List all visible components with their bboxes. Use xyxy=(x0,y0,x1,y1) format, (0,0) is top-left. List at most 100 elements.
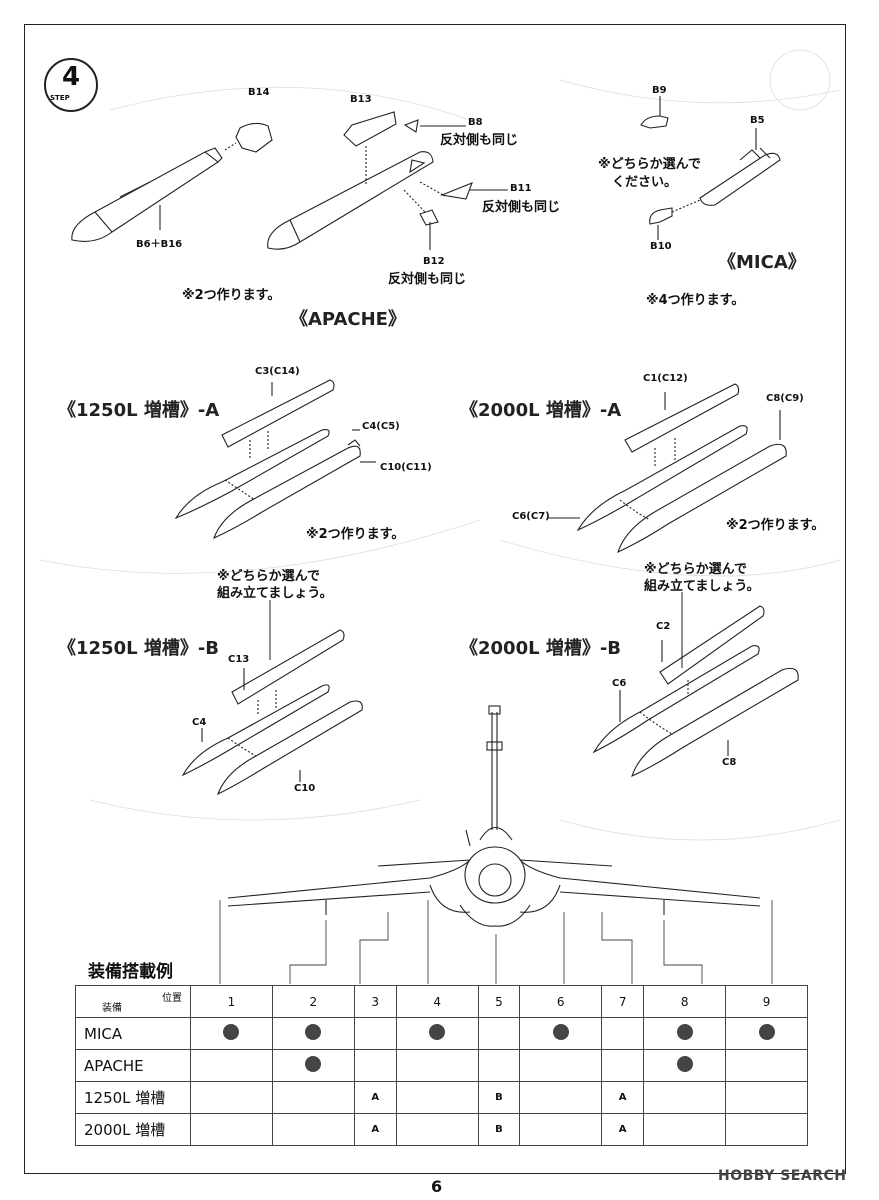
mount-dot-icon xyxy=(552,1024,569,1040)
position-number: 4 xyxy=(395,985,479,1018)
part-label: B11 xyxy=(510,183,532,194)
mount-dot-icon xyxy=(429,1024,446,1040)
part-label: B14 xyxy=(248,87,270,98)
mica-title: 《MICA》 xyxy=(718,252,806,273)
equipment-name: 2000L 増槽 xyxy=(75,1113,191,1146)
empty-cell xyxy=(477,1049,521,1082)
part-label: C8(C9) xyxy=(766,393,804,404)
position-number: 1 xyxy=(190,985,273,1018)
mount-dot-icon xyxy=(758,1024,775,1040)
mount-dot-icon xyxy=(676,1024,693,1040)
mount-variant-cell: A xyxy=(601,1113,645,1146)
empty-cell xyxy=(601,1049,645,1082)
table-corner-cell: 位置 装備 xyxy=(75,985,191,1018)
mount-marker-cell xyxy=(190,1017,273,1050)
table-row: MICA xyxy=(75,1017,808,1050)
mount-variant-cell: A xyxy=(601,1081,645,1114)
step-badge: 4 STEP xyxy=(44,58,98,112)
position-header: 位置 xyxy=(162,993,182,1004)
empty-cell xyxy=(725,1081,808,1114)
empty-cell xyxy=(190,1113,273,1146)
part-label: B5 xyxy=(750,115,765,126)
position-number: 8 xyxy=(643,985,727,1018)
empty-cell xyxy=(601,1017,645,1050)
equipment-header: 装備 xyxy=(102,1003,122,1014)
tank-2000-a-parts xyxy=(548,383,787,554)
mount-marker-cell xyxy=(519,1017,603,1050)
apache-missile-assembled xyxy=(71,122,273,242)
part-label: C10 xyxy=(294,783,316,794)
empty-cell xyxy=(643,1113,727,1146)
part-label: B9 xyxy=(652,85,667,96)
empty-cell xyxy=(519,1113,603,1146)
loadout-table-title: 装備搭載例 xyxy=(88,962,173,982)
empty-cell xyxy=(395,1049,479,1082)
page-number: 6 xyxy=(431,1177,443,1196)
empty-cell xyxy=(353,1017,397,1050)
table-row: APACHE xyxy=(75,1049,808,1082)
position-number: 5 xyxy=(477,985,521,1018)
part-label: C13 xyxy=(228,654,250,665)
empty-cell xyxy=(725,1113,808,1146)
empty-cell xyxy=(519,1081,603,1114)
choose-note: ※どちらか選んで xyxy=(598,157,701,172)
part-label: B6＋B16 xyxy=(136,239,183,250)
empty-cell xyxy=(353,1049,397,1082)
empty-cell xyxy=(395,1113,479,1146)
tank-1250-b-parts xyxy=(181,629,363,796)
mount-marker-cell xyxy=(271,1049,355,1082)
tank-1250-a-title: 《1250L 増槽》-A xyxy=(58,400,220,421)
mount-dot-icon xyxy=(305,1024,322,1040)
empty-cell xyxy=(395,1081,479,1114)
choose-note: ください。 xyxy=(612,175,678,190)
make-two-note: ※2つ作ります。 xyxy=(726,518,825,533)
part-label: C1(C12) xyxy=(643,373,688,384)
position-number: 7 xyxy=(601,985,645,1018)
mount-variant-cell: B xyxy=(477,1113,521,1146)
page-frame xyxy=(24,24,846,1174)
equipment-name: 1250L 増槽 xyxy=(75,1081,191,1114)
table-row: 1250L 増槽 A B A xyxy=(75,1081,808,1114)
mount-variant-cell: A xyxy=(353,1081,397,1114)
choose-note: ※どちらか選んで xyxy=(217,569,320,584)
part-label: C4 xyxy=(192,717,207,728)
step-number: 4 xyxy=(61,62,81,92)
empty-cell xyxy=(477,1017,521,1050)
apache-title: 《APACHE》 xyxy=(290,309,406,330)
part-label: C10(C11) xyxy=(380,462,432,473)
same-opposite-note: 反対側も同じ xyxy=(440,133,519,148)
empty-cell xyxy=(190,1081,273,1114)
position-number: 3 xyxy=(353,985,397,1018)
part-label: C3(C14) xyxy=(255,366,300,377)
mount-variant-cell: B xyxy=(477,1081,521,1114)
make-four-note: ※4つ作ります。 xyxy=(646,293,745,308)
tank-2000-b-title: 《2000L 増槽》-B xyxy=(460,638,622,659)
choose-note: 組み立てましょう。 xyxy=(217,586,333,601)
empty-cell xyxy=(190,1049,273,1082)
mount-marker-cell xyxy=(395,1017,479,1050)
mount-marker-cell xyxy=(725,1017,808,1050)
step-label: STEP xyxy=(50,94,70,102)
equipment-name: MICA xyxy=(75,1017,191,1050)
mica-missile xyxy=(640,96,781,240)
empty-cell xyxy=(519,1049,603,1082)
choose-note: ※どちらか選んで xyxy=(644,562,747,577)
make-two-note: ※2つ作ります。 xyxy=(182,288,281,303)
mount-dot-icon xyxy=(305,1056,322,1072)
watermark: HOBBY SEARCH xyxy=(718,1168,847,1184)
tank-2000-a-title: 《2000L 増槽》-A xyxy=(460,400,622,421)
mount-dot-icon xyxy=(676,1056,693,1072)
mount-marker-cell xyxy=(271,1017,355,1050)
empty-cell xyxy=(271,1081,355,1114)
position-number: 6 xyxy=(519,985,603,1018)
tank-1250-a-parts xyxy=(174,379,376,540)
loadout-table: 位置 装備 1 2 3 4 5 6 7 8 9 MICA APACHE 1250… xyxy=(75,985,808,1146)
position-number: 2 xyxy=(271,985,355,1018)
part-label: C8 xyxy=(722,757,737,768)
part-label: B10 xyxy=(650,241,672,252)
table-header-row: 位置 装備 1 2 3 4 5 6 7 8 9 xyxy=(75,985,808,1018)
part-label: C6 xyxy=(612,678,627,689)
apache-missile-right xyxy=(267,111,508,250)
